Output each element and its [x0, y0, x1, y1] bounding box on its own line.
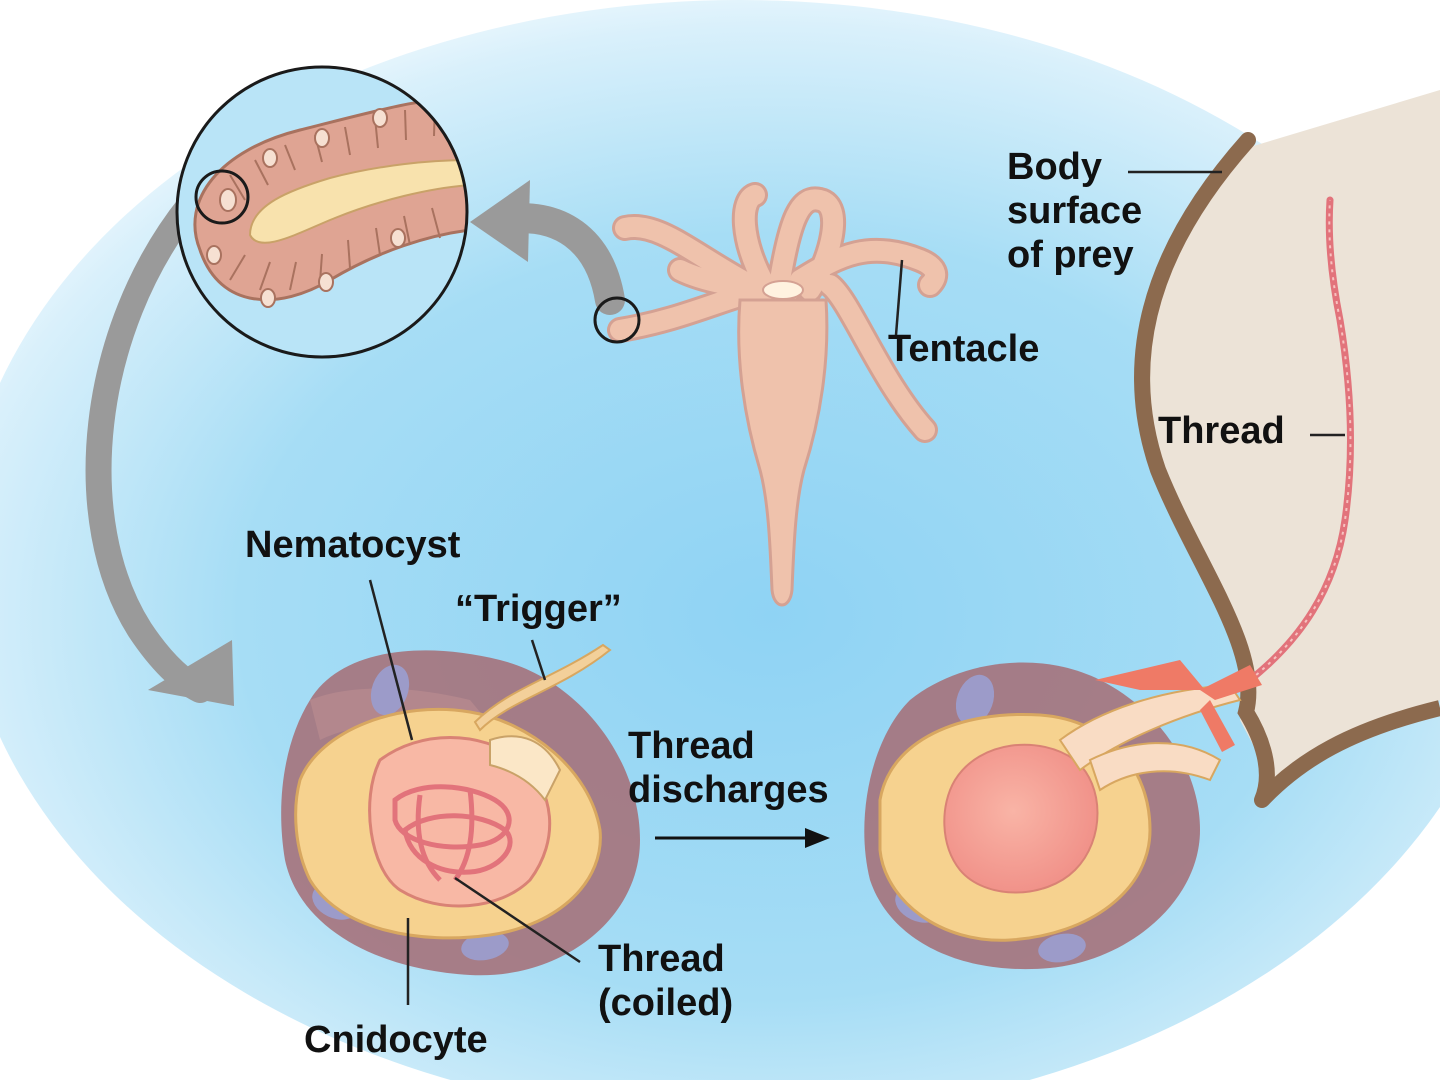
thread-discharges-label: Thread discharges — [628, 724, 829, 812]
thread-discharges-line-2: discharges — [628, 769, 829, 811]
discharge-arrow — [655, 828, 830, 848]
body-surface-line-3: of prey — [1007, 234, 1134, 276]
cnidocyte-discharged — [864, 660, 1262, 970]
hydra-organism — [607, 182, 949, 607]
body-surface-label: Body surface of prey — [1007, 145, 1142, 277]
thread-coiled-label: Thread (coiled) — [598, 937, 733, 1025]
magnified-tentacle — [175, 65, 469, 359]
thread-discharges-line-1: Thread — [628, 725, 755, 767]
body-surface-line-1: Body — [1007, 146, 1102, 188]
tentacle-tip-marker — [593, 296, 641, 344]
thread-coiled-line-1: Thread — [598, 938, 725, 980]
thread-coiled-line-2: (coiled) — [598, 982, 734, 1024]
magnify-arrow — [85, 192, 234, 706]
prey-body — [1134, 90, 1440, 808]
body-surface-line-2: surface — [1007, 190, 1143, 232]
tentacle-label: Tentacle — [888, 328, 1040, 370]
cnidocyte-coiled — [281, 643, 640, 976]
zoom-arrow — [470, 180, 625, 315]
thread-label-right: Thread — [1158, 410, 1285, 452]
trigger-label: “Trigger” — [455, 588, 622, 630]
cnidocyte-label: Cnidocyte — [304, 1019, 488, 1061]
nematocyst-label: Nematocyst — [245, 524, 461, 566]
leader-lines — [368, 170, 1345, 1005]
